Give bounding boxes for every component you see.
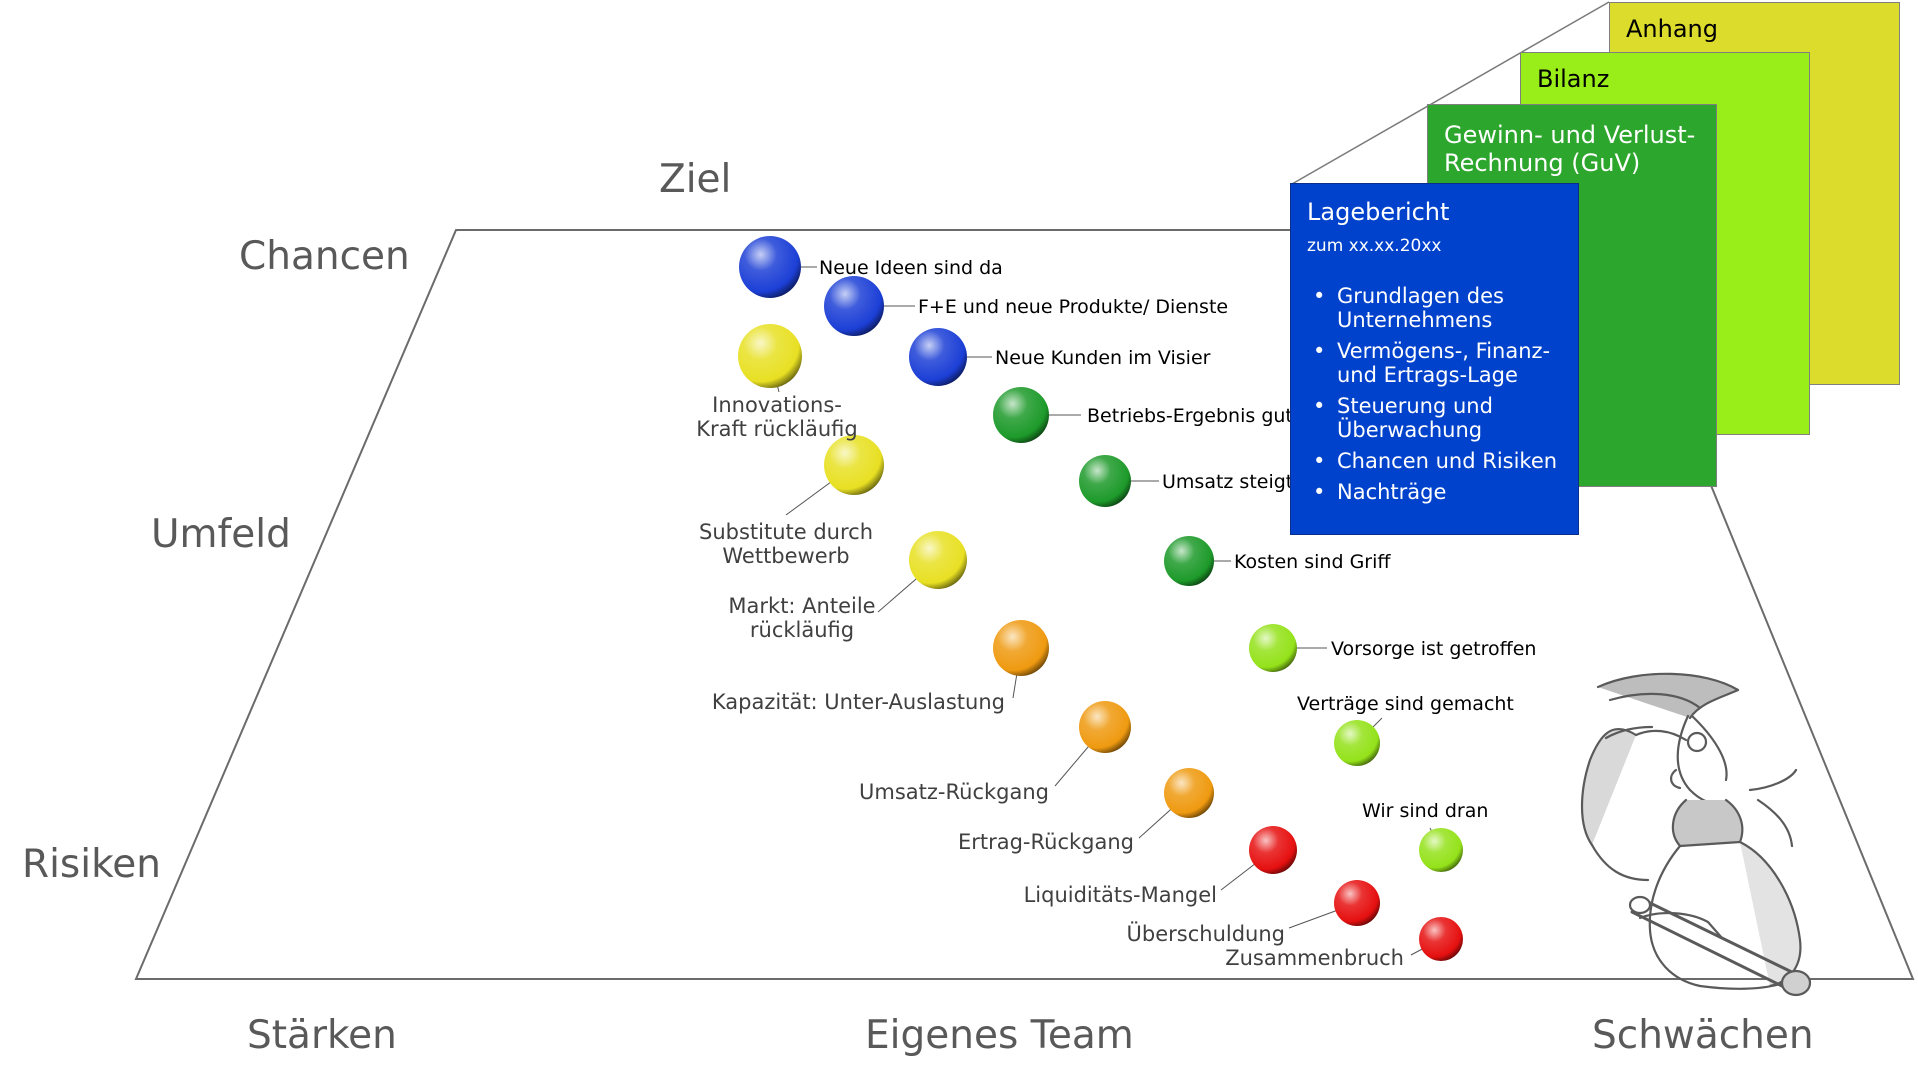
ball-11 [824, 435, 884, 495]
ball-18 [1419, 917, 1463, 961]
card-lagebericht: Lagebericht zum xx.xx.20xx Grundlagen de… [1290, 183, 1579, 535]
card-guv-title-line-2: Rechnung (GuV) [1444, 149, 1641, 177]
axis-label-risiken: Risiken [22, 842, 161, 887]
ball-1 [739, 236, 801, 298]
list-item: Chancen und Risiken [1307, 449, 1567, 473]
ball-label-3: Neue Kunden im Visier [995, 347, 1211, 369]
list-item-line: und Ertrags-Lage [1337, 363, 1518, 387]
ball-15 [1164, 768, 1214, 818]
ball-10 [738, 324, 802, 388]
ball-label-13: Kapazität: Unter-Auslastung [712, 690, 1005, 714]
list-item-line: Nachträge [1337, 480, 1447, 504]
ball-label-1: Neue Ideen sind da [819, 257, 1003, 279]
ball-label-11a: Substitute durch [699, 520, 873, 544]
ball-label-8: Verträge sind gemacht [1297, 693, 1514, 715]
card-anhang-title: Anhang [1626, 15, 1718, 43]
ball-3 [909, 328, 967, 386]
card-lagebericht-subtitle: zum xx.xx.20xx [1307, 236, 1442, 256]
ball-6 [1164, 536, 1214, 586]
ball-14 [1079, 701, 1131, 753]
ball-label-11b: Wettbewerb [722, 544, 849, 568]
ball-4 [993, 387, 1049, 443]
ball-label-4: Betriebs-Ergebnis gut [1087, 405, 1293, 427]
card-lagebericht-list: Grundlagen des Unternehmens Vermögens-, … [1307, 284, 1567, 511]
ball-label-6: Kosten sind Griff [1234, 551, 1391, 573]
ball-5 [1079, 455, 1131, 507]
ball-13 [993, 620, 1049, 676]
ball-label-9: Wir sind dran [1362, 800, 1488, 822]
ball-9 [1419, 828, 1463, 872]
card-guv-title: Gewinn- und Verlust- Rechnung (GuV) [1444, 121, 1695, 177]
list-item-line: Grundlagen des [1337, 284, 1504, 308]
ball-label-16: Liquiditäts-Mangel [1024, 883, 1217, 907]
list-item-line: Chancen und Risiken [1337, 449, 1558, 473]
ball-label-15: Ertrag-Rückgang [958, 830, 1134, 854]
ball-label-12a: Markt: Anteile [728, 594, 875, 618]
card-lagebericht-title: Lagebericht [1307, 198, 1450, 226]
axis-label-chancen: Chancen [239, 234, 410, 279]
balls-layer [738, 236, 1463, 961]
plane-outline [134, 229, 1915, 980]
axis-label-ziel: Ziel [659, 157, 731, 202]
list-item: Steuerung und Überwachung [1307, 394, 1567, 442]
axis-label-staerken: Stärken [247, 1013, 397, 1058]
ball-label-5: Umsatz steigt [1162, 471, 1293, 493]
ball-label-14: Umsatz-Rückgang [859, 780, 1049, 804]
axis-label-umfeld: Umfeld [151, 512, 291, 557]
list-item-line: Überwachung [1337, 418, 1483, 442]
ball-label-18: Zusammenbruch [1225, 946, 1404, 970]
list-item: Vermögens-, Finanz- und Ertrags-Lage [1307, 339, 1567, 387]
ball-label-2: F+E und neue Produkte/ Dienste [918, 296, 1228, 318]
list-item-line: Steuerung und [1337, 394, 1493, 418]
ball-7 [1249, 624, 1297, 672]
axis-label-eigenes-team: Eigenes Team [865, 1013, 1134, 1058]
list-item: Grundlagen des Unternehmens [1307, 284, 1567, 332]
ball-2 [824, 276, 884, 336]
ball-12 [909, 531, 967, 589]
list-item-line: Unternehmens [1337, 308, 1493, 332]
ball-17 [1334, 880, 1380, 926]
axis-label-schwaechen: Schwächen [1592, 1013, 1814, 1058]
looking-figure-illustration [1580, 672, 1812, 997]
ball-8 [1334, 720, 1380, 766]
ball-label-7: Vorsorge ist getroffen [1331, 638, 1536, 660]
ball-label-17: Überschuldung [1127, 921, 1285, 946]
ball-16 [1249, 826, 1297, 874]
card-guv-title-line-1: Gewinn- und Verlust- [1444, 121, 1696, 149]
list-item-line: Vermögens-, Finanz- [1337, 339, 1551, 363]
ball-label-12b: rückläufig [750, 618, 854, 642]
list-item: Nachträge [1307, 480, 1567, 504]
card-bilanz-title: Bilanz [1537, 65, 1610, 93]
ball-label-10a: Innovations- [712, 393, 842, 417]
ball-label-10b: Kraft rückläufig [696, 417, 857, 441]
perspective-line-1 [1291, 1, 1610, 185]
